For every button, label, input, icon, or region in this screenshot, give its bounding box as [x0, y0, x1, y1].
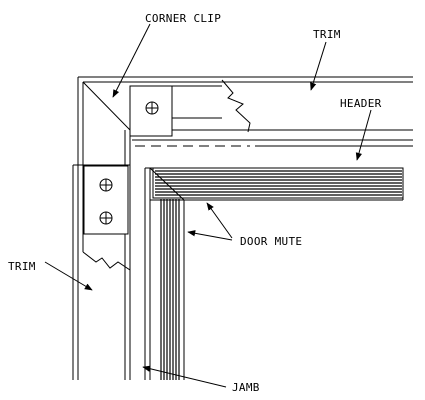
corner-clip: [82, 81, 173, 380]
header-leader: [355, 109, 372, 161]
jamb-miter-line: [149, 167, 185, 201]
door-mute-label: DOOR MUTE: [240, 235, 302, 248]
screw-icon: [99, 211, 113, 225]
door-mute-leader-1: [206, 202, 233, 239]
trim-top-piece: [77, 76, 413, 165]
jamb-piece: [144, 167, 404, 380]
header-label: HEADER: [340, 97, 382, 110]
trim-top-leader: [310, 41, 327, 91]
jamb-leader: [142, 365, 227, 388]
door-mute-leader-2: [187, 230, 233, 241]
trim-left-leader: [44, 261, 93, 291]
jamb-label: JAMB: [232, 381, 260, 394]
trim-left-piece: [72, 164, 130, 380]
break-line-left: [82, 251, 131, 271]
screw-icon: [99, 178, 113, 192]
door-mute-horizontal: [152, 167, 404, 199]
break-line-header: [221, 79, 251, 133]
corner-clip-leader: [112, 23, 151, 98]
trim-top-label: TRIM: [313, 28, 341, 41]
screw-icon: [145, 101, 159, 115]
trim-left-label: TRIM: [8, 260, 36, 273]
corner-clip-label: CORNER CLIP: [145, 12, 221, 25]
